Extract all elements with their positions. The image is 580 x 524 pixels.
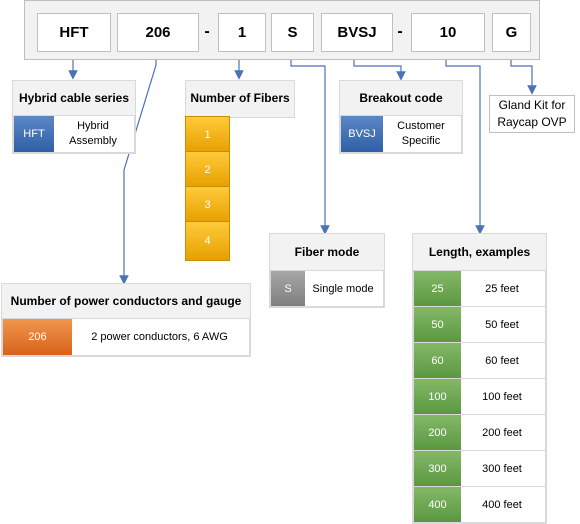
option-row: S Single mode [270, 270, 384, 307]
panel-title: Hybrid cable series [18, 91, 130, 105]
length-label: 300 feet [482, 463, 522, 475]
code-segment-mode: S [271, 13, 314, 52]
length-code: 300 [414, 451, 461, 487]
code-segment-fibers: 1 [218, 13, 266, 52]
option-description: 2 power conductors, 6 AWG [91, 331, 228, 343]
fiber-option: 1 [185, 116, 230, 153]
length-label: 400 feet [482, 498, 522, 511]
length-label: 60 feet [485, 355, 519, 367]
arrow-mode [290, 49, 330, 235]
code-separator: - [397, 22, 403, 40]
fiber-option: 2 [185, 151, 230, 188]
code-segment-gland: G [492, 13, 531, 52]
fibers-panel: Number of Fibers [185, 80, 295, 118]
gland-kit-label: Gland Kit for Raycap OVP [489, 95, 575, 133]
length-code: 60 [414, 343, 461, 379]
option-code: BVSJ [341, 116, 383, 152]
panel-title: Length, examples [428, 245, 531, 259]
panel-title: Number of power conductors and gauge [10, 294, 242, 308]
hybrid-series-panel: Hybrid cable series HFT Hybrid Assembly [12, 80, 136, 154]
length-code: 200 [414, 415, 461, 451]
code-segment-breakout: BVSJ [321, 13, 393, 52]
length-code: 50 [414, 307, 461, 343]
length-code: 100 [414, 379, 461, 415]
length-row: 25 25 feet [413, 270, 546, 308]
code-separator: - [204, 22, 210, 40]
option-code: HFT [14, 116, 54, 152]
code-segment-series: HFT [37, 13, 111, 52]
length-label: 200 feet [482, 427, 522, 439]
length-code: 400 [414, 487, 461, 522]
code-segment-length: 10 [411, 13, 485, 52]
length-row: 60 60 feet [413, 342, 546, 380]
option-row: 206 2 power conductors, 6 AWG [2, 318, 250, 356]
length-row: 400 400 feet [413, 486, 546, 523]
fiber-mode-panel: Fiber mode S Single mode [269, 233, 385, 308]
length-row: 200 200 feet [413, 414, 546, 452]
panel-title: Fiber mode [294, 245, 360, 259]
option-description: Customer Specific [397, 120, 445, 147]
option-description: Hybrid Assembly [69, 120, 117, 147]
panel-title: Number of Fibers [190, 91, 290, 105]
length-label: 100 feet [482, 391, 522, 403]
power-panel: Number of power conductors and gauge 206… [1, 283, 251, 357]
length-panel: Length, examples 25 25 feet 50 50 feet 6… [412, 233, 547, 524]
option-row: HFT Hybrid Assembly [13, 115, 135, 153]
option-code: S [271, 271, 305, 306]
option-code: 206 [3, 319, 72, 355]
part-number-bar: HFT 206 - 1 S BVSJ - 10 G [24, 0, 540, 60]
length-label: 50 feet [485, 319, 519, 331]
panel-title: Breakout code [359, 91, 443, 105]
code-segment-power: 206 [117, 13, 199, 52]
length-row: 100 100 feet [413, 378, 546, 416]
length-label: 25 feet [485, 283, 519, 295]
breakout-panel: Breakout code BVSJ Customer Specific [339, 80, 463, 154]
option-row: BVSJ Customer Specific [340, 115, 462, 153]
length-row: 50 50 feet [413, 306, 546, 344]
fiber-option: 4 [185, 221, 230, 261]
length-row: 300 300 feet [413, 450, 546, 488]
option-description: Single mode [312, 282, 374, 295]
fiber-option: 3 [185, 186, 230, 223]
length-code: 25 [414, 271, 461, 307]
